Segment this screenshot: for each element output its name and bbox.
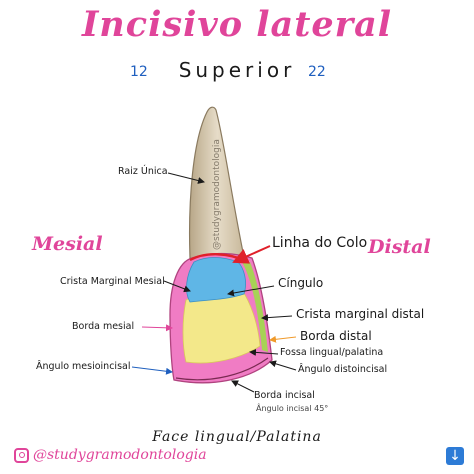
tooth-number-right: 22 (308, 64, 326, 80)
face-label: Face lingual/Palatina (152, 429, 322, 445)
incisal-edge-line (175, 357, 269, 381)
label-angulo-mesioincisal: Ângulo mesioincisal (36, 361, 131, 372)
cingulo-shape (186, 257, 246, 303)
download-icon[interactable]: ↓ (446, 447, 464, 465)
footer-brand[interactable]: @studygramodontologia (14, 447, 207, 463)
label-crista-marginal-distal: Crista marginal distal (296, 307, 425, 321)
side-label-mesial: Mesial (32, 233, 103, 255)
label-linha-do-colo: Linha do Colo (272, 235, 368, 251)
label-angulo-incisal: Ângulo incisal 45° (256, 404, 329, 413)
page-subtitle: Superior (178, 58, 296, 82)
label-borda-mesial: Borda mesial (72, 321, 135, 332)
label-borda-distal: Borda distal (300, 329, 372, 343)
label-angulo-distoincisal: Ângulo distoincisal (298, 364, 388, 375)
page-title: Incisivo lateral (81, 4, 393, 45)
crista-distal-shape (242, 262, 268, 352)
pointer-lines (131, 172, 297, 393)
instagram-icon (14, 447, 29, 463)
watermark-text: @studygramodontologia (212, 139, 222, 250)
root-shape (188, 106, 246, 263)
label-fossa-lingual-palatina: Fossa lingual/palatina (280, 347, 384, 358)
label-borda-incisal: Borda incisal (254, 390, 315, 401)
label-cingulo: Cíngulo (278, 276, 324, 290)
side-label-distal: Distal (368, 236, 431, 258)
footer-handle: @studygramodontologia (33, 447, 207, 463)
tooth-number-left: 12 (130, 64, 148, 80)
label-raiz-unica: Raiz Única (118, 166, 168, 177)
label-crista-marginal-mesial: Crista Marginal Mesial (60, 276, 165, 287)
